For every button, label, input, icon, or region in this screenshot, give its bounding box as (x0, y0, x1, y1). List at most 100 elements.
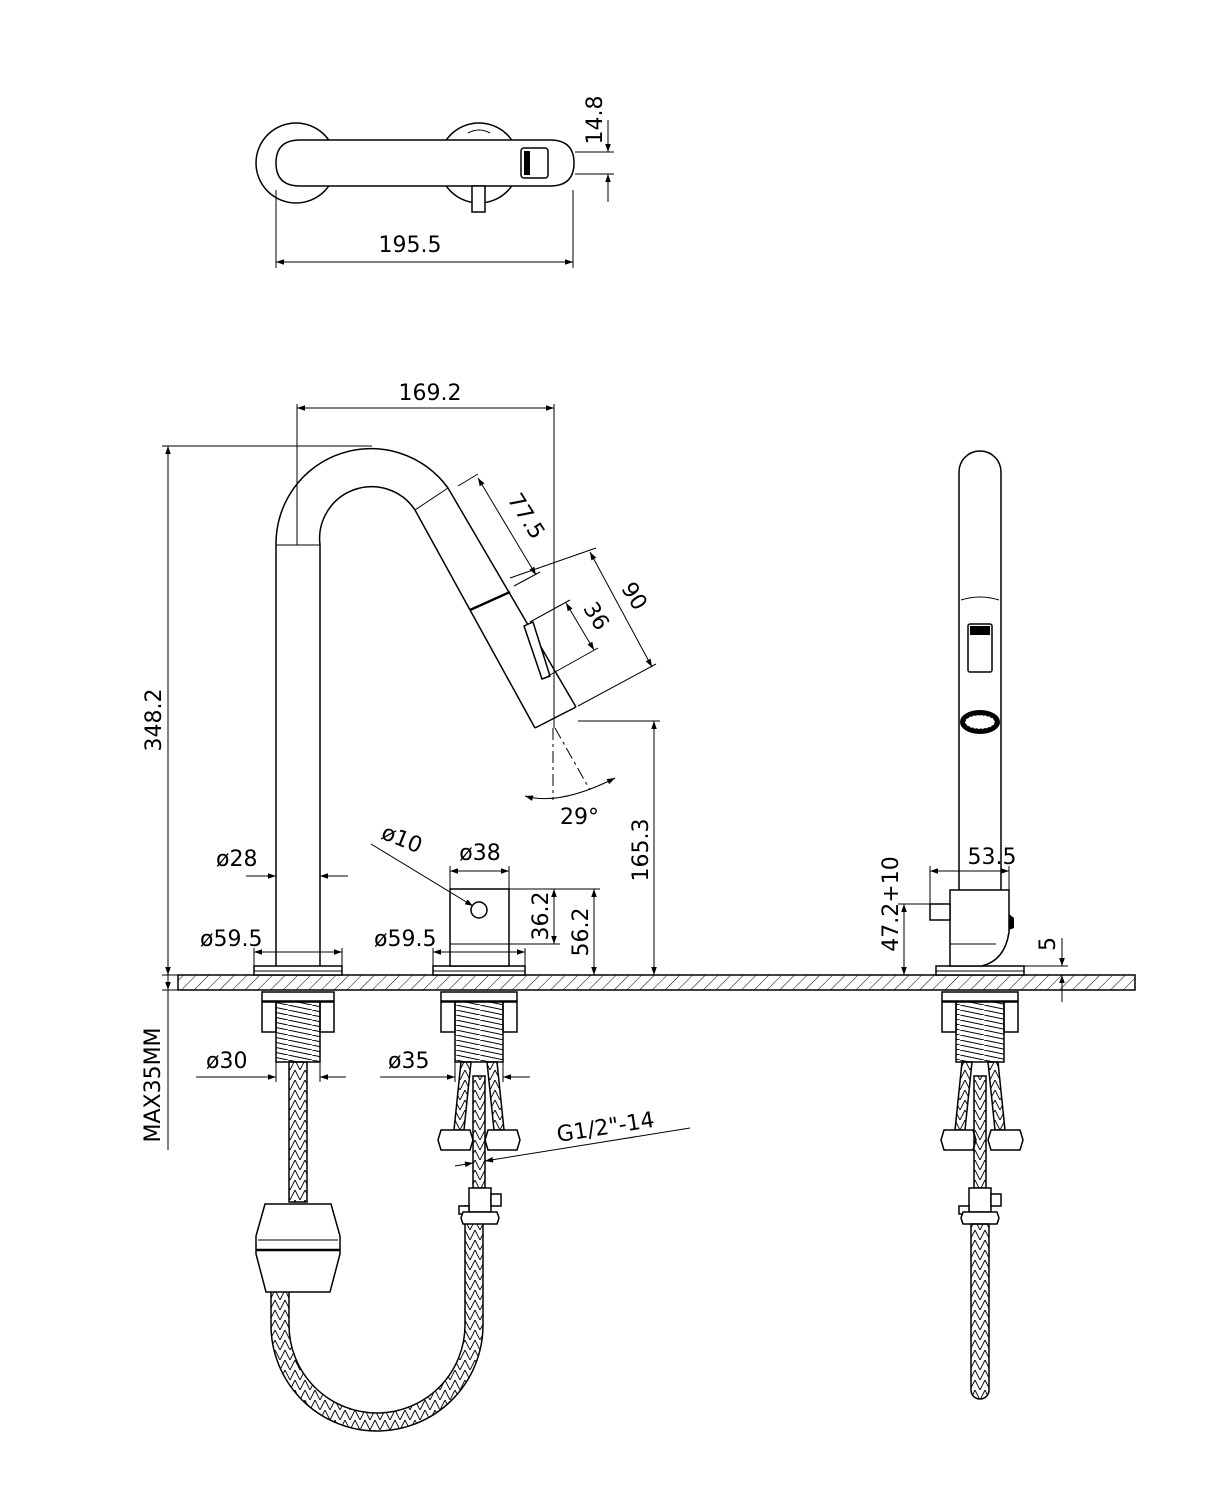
side-pullout-hose (970, 1223, 990, 1400)
side-supply-hose-left (954, 1061, 973, 1131)
dim-spout-reach: 169.2 (399, 381, 462, 406)
dim-top-view-width: 195.5 (379, 233, 442, 258)
side-supply-hose-right (987, 1061, 1006, 1131)
side-spout-tube (958, 450, 1002, 890)
dim-line-spray-head (477, 477, 537, 576)
dim-handle-height-total: 56.2 (569, 908, 594, 957)
dim-spout-outlet-height: 165.3 (629, 819, 654, 882)
dim-handle-body-diameter: ø38 (459, 841, 500, 866)
dim-spout-shank-diameter: ø30 (206, 1049, 247, 1074)
hose-nut-right (484, 1129, 521, 1151)
spout-inner-contour (318, 485, 536, 966)
handle-pin (470, 901, 488, 919)
quick-connector (460, 1211, 500, 1225)
dim-handle-height-upper: 36.2 (529, 892, 554, 941)
side-valve-stub-right (990, 1193, 1002, 1207)
top-view: 195.5 14.8 (255, 96, 614, 268)
dim-line-nozzle (589, 551, 653, 668)
spray-axis-angled (554, 727, 591, 791)
side-nut-right (1003, 1001, 1019, 1033)
angle-arc (524, 777, 616, 801)
spout-nut-right (319, 1001, 335, 1033)
spout-pullout-hose (288, 1061, 308, 1203)
side-quick-connector (960, 1211, 1000, 1225)
side-handle-body (949, 889, 1010, 967)
leader-thread-left (454, 1161, 474, 1168)
ext-line (529, 599, 571, 623)
supply-hose-right (486, 1061, 505, 1131)
side-lock-nut (941, 991, 1019, 1002)
spray-button-side (523, 620, 551, 680)
dim-button-length: 36 (577, 598, 613, 635)
handle-assembly (432, 888, 526, 976)
hose-weight (255, 1203, 341, 1293)
dim-spout-pipe-diameter: ø28 (216, 847, 257, 872)
side-nut-left (941, 1001, 957, 1033)
leader-handle-pin (370, 843, 474, 907)
handle-nut-right (502, 1001, 518, 1033)
side-spray-joint (960, 596, 1000, 601)
side-shank-thread (955, 1001, 1005, 1063)
side-hose-nut-right (987, 1129, 1024, 1151)
spray-head-joint (414, 487, 449, 511)
handle-lock-nut (440, 991, 518, 1002)
front-dimensions: 169.2 348.2 MAX35MM 77.5 90 36 165.3 (141, 381, 691, 1168)
handle-mark-top (467, 129, 491, 134)
handle-body (449, 888, 510, 967)
deck-countertop (177, 974, 1136, 991)
hose-loop-outer (270, 1205, 484, 1432)
side-view (929, 450, 1025, 976)
dim-spray-head-length: 77.5 (502, 489, 549, 544)
ext-line (513, 571, 541, 587)
side-spray-button (967, 623, 993, 673)
side-lever-tip (1009, 914, 1014, 930)
side-outlet-hose (973, 1075, 987, 1189)
side-underdeck (940, 991, 1024, 1400)
dim-side-width: 53.5 (968, 845, 1017, 870)
deck-section (177, 974, 1136, 991)
ext-line (547, 647, 599, 677)
dim-max-deck-thickness: MAX35MM (141, 1027, 166, 1142)
spout-assembly: 29° (253, 447, 616, 976)
dim-top-view-depth: 14.8 (583, 96, 608, 145)
spout-body-top (275, 139, 575, 187)
spout-outlet-face (534, 706, 577, 729)
button-shade-top (524, 151, 530, 175)
dim-spray-angle: 29° (560, 805, 599, 830)
check-valve (468, 1187, 492, 1213)
ext-line (577, 663, 657, 707)
ext-line (509, 547, 597, 579)
outlet-hose (472, 1075, 486, 1189)
leader-thread (484, 1127, 691, 1163)
dim-overall-height: 348.2 (142, 689, 167, 752)
spout-outer-contour (275, 447, 577, 966)
side-check-valve (968, 1187, 992, 1213)
aerator-inner (964, 714, 996, 730)
spout-lock-nut (261, 991, 335, 1002)
dim-handle-shank-diameter: ø35 (388, 1049, 429, 1074)
side-button-shade (970, 626, 990, 635)
hose-nut-left (437, 1129, 474, 1151)
valve-stub-right (490, 1193, 502, 1207)
ext-line (457, 473, 479, 487)
dim-handle-pin-diameter: ø10 (378, 820, 426, 859)
hose-loop-inner (288, 1205, 466, 1414)
supply-hose-left (453, 1061, 472, 1131)
spout-underdeck (255, 991, 484, 1432)
side-hose-nut-left (940, 1129, 977, 1151)
spout-nut-left (261, 1001, 277, 1033)
spray-head-groove (469, 590, 511, 612)
dim-handle-base-diameter: ø59.5 (374, 927, 436, 952)
dim-side-lever-height: 47.2+10 (879, 856, 904, 951)
handle-nut-left (440, 1001, 456, 1033)
handle-shank-thread (454, 1001, 504, 1063)
dim-deck-flange-thickness: 5 (1036, 937, 1061, 951)
handle-lever-top (471, 185, 486, 213)
side-dimensions: 53.5 47.2+10 5 (879, 845, 1068, 1002)
dim-line-button (565, 602, 595, 651)
handle-underdeck (437, 991, 521, 1225)
side-lever-stub (929, 903, 951, 921)
spout-shank-thread (275, 1001, 321, 1063)
dim-spout-base-diameter: ø59.5 (200, 927, 262, 952)
